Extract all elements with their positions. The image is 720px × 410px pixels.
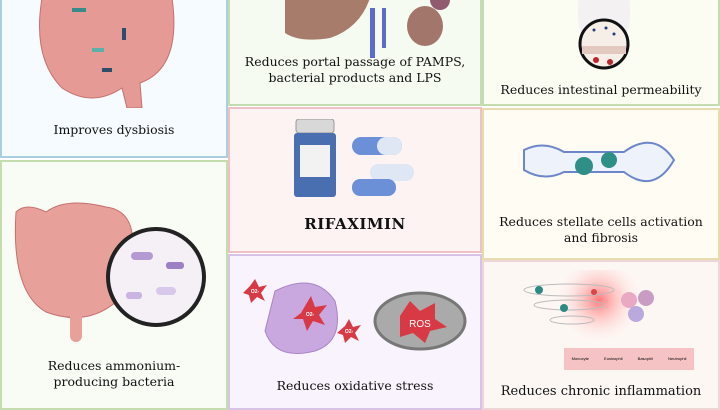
caption: Reduces portal passage of PAMPS,bacteria…: [244, 54, 466, 85]
cell-labels: Monocyte Eosinophil Basophil Neutrophil: [564, 356, 694, 361]
panel-inflammation: Monocyte Eosinophil Basophil Neutrophil …: [482, 260, 720, 410]
o2-label: O2-: [306, 312, 315, 318]
drug-title: RIFAXIMIN: [304, 215, 406, 233]
caption: Reduces ammonium-producing bacteria: [47, 358, 181, 389]
cell-label: Neutrophil: [668, 356, 687, 361]
caption: Reduces chronic inflammation: [500, 384, 702, 399]
panel-rifaximin: RIFAXIMIN: [228, 107, 482, 253]
panel-oxidative: O2- O2- O2- ROS Reduces oxidative stress: [228, 254, 482, 410]
pill-bottle-icon: [294, 119, 414, 197]
o2-label: O2-: [345, 329, 354, 335]
immune-cells-illustration: [523, 270, 694, 370]
o2-label: O2-: [251, 289, 260, 295]
ros-label: ROS: [409, 319, 431, 330]
caption: Reduces oxidative stress: [276, 378, 434, 393]
panel-dysbiosis: Improves dysbiosis: [0, 0, 228, 158]
cell-label: Eosinophil: [604, 356, 623, 361]
intestine-illustration: [39, 0, 175, 108]
cell-label: Monocyte: [571, 356, 589, 361]
caption: Improves dysbiosis: [53, 122, 175, 137]
panel-portal: Reduces portal passage of PAMPS,bacteria…: [228, 0, 482, 106]
liver-kidney-illustration: [285, 0, 450, 58]
caption: Reduces intestinal permeability: [500, 82, 702, 97]
ros-mitochondria-illustration: O2- O2- O2- ROS: [243, 279, 467, 354]
panel-permeability: Reduces intestinal permeability: [482, 0, 720, 106]
colon-bacteria-illustration: [14, 202, 206, 342]
stellate-cells-illustration: [523, 141, 676, 182]
cell-label: Basophil: [637, 356, 653, 361]
intestinal-barrier-illustration: [578, 0, 630, 70]
panel-ammonium: Reduces ammonium-producing bacteria: [0, 160, 228, 410]
